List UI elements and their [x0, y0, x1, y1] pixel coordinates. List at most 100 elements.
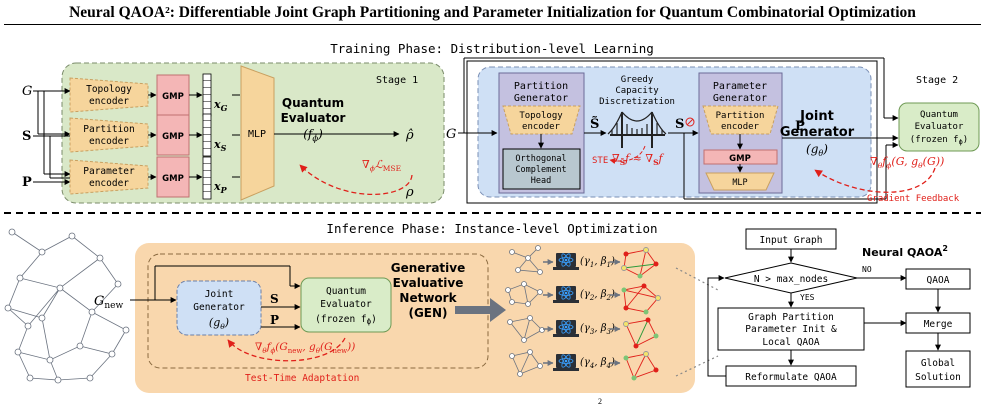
- bridge-icon: [607, 111, 667, 148]
- atom-icon: [558, 320, 574, 334]
- topology-encoder: [69, 77, 149, 113]
- target-rho: ρ: [405, 185, 414, 200]
- s-tilde: S̃: [590, 116, 599, 132]
- stage1-label: Stage 1: [376, 75, 418, 86]
- svg-text:QAOA: QAOA: [927, 275, 950, 286]
- svg-text:Evaluator: Evaluator: [281, 111, 346, 125]
- svg-text:GMP: GMP: [729, 154, 751, 164]
- laptop-base: [553, 267, 579, 270]
- svg-text:Partition: Partition: [716, 111, 765, 121]
- svg-text:Evaluator: Evaluator: [320, 299, 372, 310]
- svg-text:(GEN): (GEN): [408, 306, 447, 320]
- svg-text:(frozen fϕ): (frozen fϕ): [910, 135, 968, 146]
- test-time-adaptation-label: Test-Time Adaptation: [245, 373, 359, 384]
- svg-text:Head: Head: [531, 176, 551, 186]
- svg-text:(frozen fϕ): (frozen fϕ): [315, 314, 377, 326]
- svg-text:Evaluator: Evaluator: [915, 122, 964, 132]
- svg-text:encoder: encoder: [89, 96, 129, 107]
- stage2-gradient-label: ∇θfϕ(G, gθ(G)): [870, 155, 944, 170]
- svg-text:Topology: Topology: [86, 84, 132, 95]
- atom-icon: [558, 354, 574, 368]
- svg-text:Parameter: Parameter: [713, 81, 767, 92]
- svg-text:Merge: Merge: [924, 319, 953, 330]
- paper-title: Neural QAOA²: Differentiable Joint Graph…: [69, 4, 916, 21]
- training-phase-header: Training Phase: Distribution-level Learn…: [330, 41, 654, 56]
- embedding-xp: [202, 156, 212, 200]
- stage2-input-g: G: [446, 127, 456, 142]
- quantum-evaluator-label: Quantum: [282, 96, 344, 110]
- svg-text:Graph Partition: Graph Partition: [748, 312, 834, 323]
- page-number: 2: [598, 397, 602, 406]
- mlp-block: [240, 65, 275, 201]
- svg-text:Discretization: Discretization: [599, 97, 675, 107]
- svg-text:GMP: GMP: [162, 174, 184, 184]
- svg-text:Network: Network: [399, 291, 457, 305]
- stage2-frozen-evaluator: [898, 102, 980, 152]
- inference-joint-generator: [176, 280, 262, 336]
- inference-s: S: [270, 292, 279, 306]
- svg-text:Joint: Joint: [205, 289, 234, 300]
- svg-text:encoder: encoder: [89, 136, 129, 147]
- svg-text:MLP: MLP: [732, 178, 747, 188]
- inference-frozen-evaluator: [300, 277, 392, 333]
- svg-text:Partition: Partition: [514, 81, 568, 92]
- atom-icon: [558, 286, 574, 300]
- svg-text:Quantum: Quantum: [920, 110, 958, 120]
- svg-text:Orthogonal: Orthogonal: [515, 154, 566, 164]
- stage1: Stage 1 G S P Topology encoder Partition…: [22, 62, 445, 204]
- gradient-feedback-label: Gradient Feedback: [867, 194, 960, 204]
- laptop-base: [553, 334, 579, 337]
- tta-arrow: [227, 337, 346, 362]
- svg-text:Reformulate QAOA: Reformulate QAOA: [745, 372, 837, 383]
- orthogonal-complement-head: [502, 148, 581, 190]
- atom-icon: [558, 253, 574, 267]
- svg-text:GMP: GMP: [162, 92, 184, 102]
- svg-text:Capacity: Capacity: [615, 86, 659, 96]
- subgraph-group: [505, 245, 545, 377]
- ste-label: STE: [592, 156, 608, 166]
- yes-label: YES: [800, 293, 815, 302]
- stage2-p: P: [795, 119, 805, 134]
- svg-text:(gθ): (gθ): [806, 142, 828, 158]
- svg-text:Generator: Generator: [514, 93, 568, 104]
- loss-label: ∇ϕℒMSE: [362, 158, 401, 173]
- output-rho-hat: ρ̂: [405, 128, 414, 143]
- svg-text:Generator: Generator: [780, 125, 855, 140]
- inference-p: P: [270, 313, 279, 327]
- laptop-base: [553, 300, 579, 303]
- flowchart-title: Neural QAOA2: [862, 244, 948, 259]
- inference-gradient-label: ∇θfϕ(Gnew, gθ(Gnew)): [255, 341, 355, 355]
- svg-text:Parameter: Parameter: [83, 166, 135, 177]
- input-s: S: [22, 129, 31, 144]
- inference-phase-header: Inference Phase: Instance-level Optimiza…: [326, 221, 657, 236]
- loss-gradient-arrow: [299, 164, 413, 196]
- stage2: Stage 2 G Partition Generator Topology e…: [446, 57, 980, 204]
- svg-text:N > max_nodes: N > max_nodes: [754, 274, 828, 285]
- svg-text:Local QAOA: Local QAOA: [762, 337, 819, 348]
- gen-area: [135, 243, 695, 393]
- svg-text:encoder: encoder: [89, 178, 129, 189]
- joint-generator-label: Joint: [799, 109, 834, 124]
- g-new-label: Gnew: [94, 294, 124, 311]
- svg-text:Generator: Generator: [713, 93, 767, 104]
- embedding-xs: [202, 113, 212, 157]
- svg-text:Partition: Partition: [83, 124, 134, 135]
- svg-text:(gθ): (gθ): [209, 316, 229, 331]
- gmp-partition: [156, 114, 190, 156]
- svg-text:GMP: GMP: [162, 132, 184, 142]
- input-graph-new: [4, 228, 130, 384]
- qaoa-row: (γ1, β1): [543, 253, 621, 270]
- solution-graphs: [621, 247, 661, 381]
- greedy-label: Greedy: [621, 75, 654, 85]
- no-label: NO: [862, 265, 872, 274]
- svg-text:Parameter Init &: Parameter Init &: [745, 324, 837, 335]
- title-rule: [4, 24, 981, 25]
- svg-text:Generator: Generator: [193, 302, 245, 313]
- svg-text:Solution: Solution: [915, 372, 961, 383]
- qaoa-row: (γ4, β4): [543, 354, 621, 371]
- partition-encoder: [69, 117, 149, 153]
- stage2-s: S: [675, 117, 684, 132]
- label-xg: xG: [213, 98, 228, 113]
- label-xs: xS: [213, 138, 227, 153]
